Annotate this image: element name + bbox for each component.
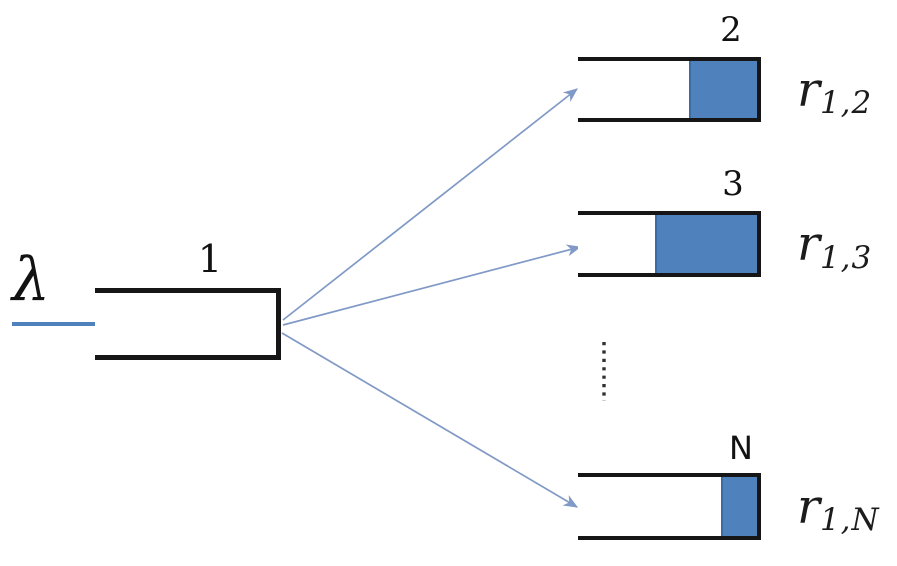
branch-arrow-to-station-N bbox=[281, 332, 579, 508]
routing-symbol: r bbox=[797, 216, 820, 272]
routing-symbol: r bbox=[797, 478, 820, 535]
routing-subscript: 1,N bbox=[819, 502, 880, 538]
queue-2-occupancy-fill bbox=[688, 61, 757, 118]
queue-N-occupancy-fill bbox=[721, 477, 757, 536]
queue-N-label: N bbox=[729, 429, 753, 467]
queue-1-label: 1 bbox=[197, 237, 223, 281]
branch-arrow-to-station-3 bbox=[282, 244, 582, 326]
queue-2-label: 2 bbox=[720, 10, 742, 50]
queue-3 bbox=[578, 211, 761, 277]
routing-subscript: 1,3 bbox=[819, 239, 873, 276]
queue-3-label: 3 bbox=[722, 164, 744, 204]
routing-subscript: 1,2 bbox=[819, 85, 873, 121]
queue-N bbox=[578, 473, 761, 540]
branch-arrow-to-station-2 bbox=[282, 88, 578, 321]
queue-3-occupancy-fill bbox=[654, 215, 757, 273]
queue-1 bbox=[95, 288, 281, 360]
arrival-rate-label: λ bbox=[12, 245, 51, 315]
queue-2 bbox=[578, 57, 761, 122]
routing-symbol: r bbox=[797, 61, 820, 118]
